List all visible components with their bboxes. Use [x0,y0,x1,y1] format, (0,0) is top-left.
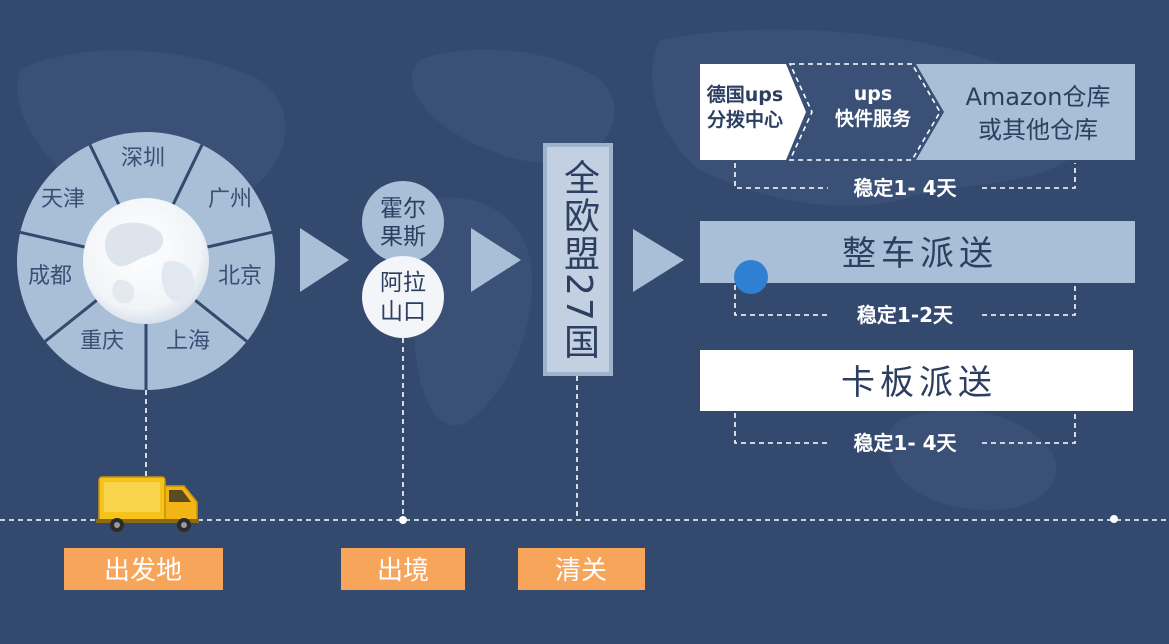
ups-hub-label: 德国ups [707,83,783,106]
duration-bracket-left [734,285,828,316]
arrow-right-icon [633,229,684,292]
wheel-divider [88,144,121,205]
stage-badge-origin [64,548,223,590]
arrow-right-icon [300,228,349,292]
duration-bracket-right [982,285,1076,316]
wheel-divider [194,299,248,343]
ups-hub-chevron [700,64,806,160]
warehouse-label: Amazon仓库 [966,83,1111,111]
wheel-dividers [19,144,273,390]
port-label-line: 阿拉 [380,270,426,296]
warehouse-chevron [916,64,1135,160]
city-label: 成都 [28,264,72,289]
ups-express-label: 快件服务 [835,107,912,130]
port-label-line: 霍尔 [380,196,426,222]
city-label: 上海 [166,329,210,354]
port-circle [362,181,444,263]
exit-port-alashankou: 阿拉 山口 [362,256,444,338]
origin-city-wheel: 深圳 广州 北京 上海 重庆 成都 天津 [17,132,275,390]
duration-bracket-right [982,413,1076,444]
port-circle [362,256,444,338]
port-label-line: 果斯 [380,224,426,250]
city-label: 广州 [208,187,252,212]
pallet-route: 卡板派送 稳定1- 4天 [700,350,1133,455]
ups-express-label: ups [854,83,892,105]
truck-icon [96,476,199,532]
wheel-divider [19,230,85,249]
pallet-route-label: 卡板派送 [841,363,997,403]
arrow-right-icon [471,228,521,292]
timeline-node [1110,515,1118,523]
ups-hub-label: 分拨中心 [707,108,783,131]
truck-route: 整车派送 稳定1-2天 [700,221,1135,327]
wheel-divider [44,299,98,343]
truck-duration: 稳定1-2天 [857,303,954,327]
ups-express-chevron [788,63,941,161]
ups-route: 德国ups 分拨中心 ups 快件服务 Amazon仓库 或其他仓库 稳定1- … [700,63,1135,200]
truck-route-label: 整车派送 [842,234,998,274]
city-label: 重庆 [80,329,124,354]
timeline: 出发地 出境 清关 [0,338,1169,590]
destination-label: 全欧盟27国 [558,158,599,361]
destination-box: 全欧盟27国 [543,143,613,376]
duration-bracket-left [734,413,828,444]
city-label: 北京 [218,264,262,289]
stage-label-customs: 清关 [555,556,607,586]
stage-badge-exit [341,548,465,590]
duration-bracket-right [982,163,1076,189]
warehouse-label: 或其他仓库 [978,116,1098,144]
timeline-node [399,516,407,524]
city-label: 深圳 [121,146,165,171]
stage-label-origin: 出发地 [104,556,182,586]
wheel-divider [171,144,204,205]
truck-route-bar [700,221,1135,283]
stage-label-exit: 出境 [377,556,429,586]
wheel-divider [207,230,273,249]
city-label: 天津 [41,187,85,212]
globe-icon [83,198,209,324]
blue-dot-marker [734,260,768,294]
ups-duration: 稳定1- 4天 [853,176,957,200]
port-label-line: 山口 [380,299,426,325]
pallet-duration: 稳定1- 4天 [853,431,957,455]
exit-port-khorgos: 霍尔 果斯 [362,181,444,263]
stage-badge-customs [518,548,645,590]
pallet-route-bar [700,350,1133,411]
